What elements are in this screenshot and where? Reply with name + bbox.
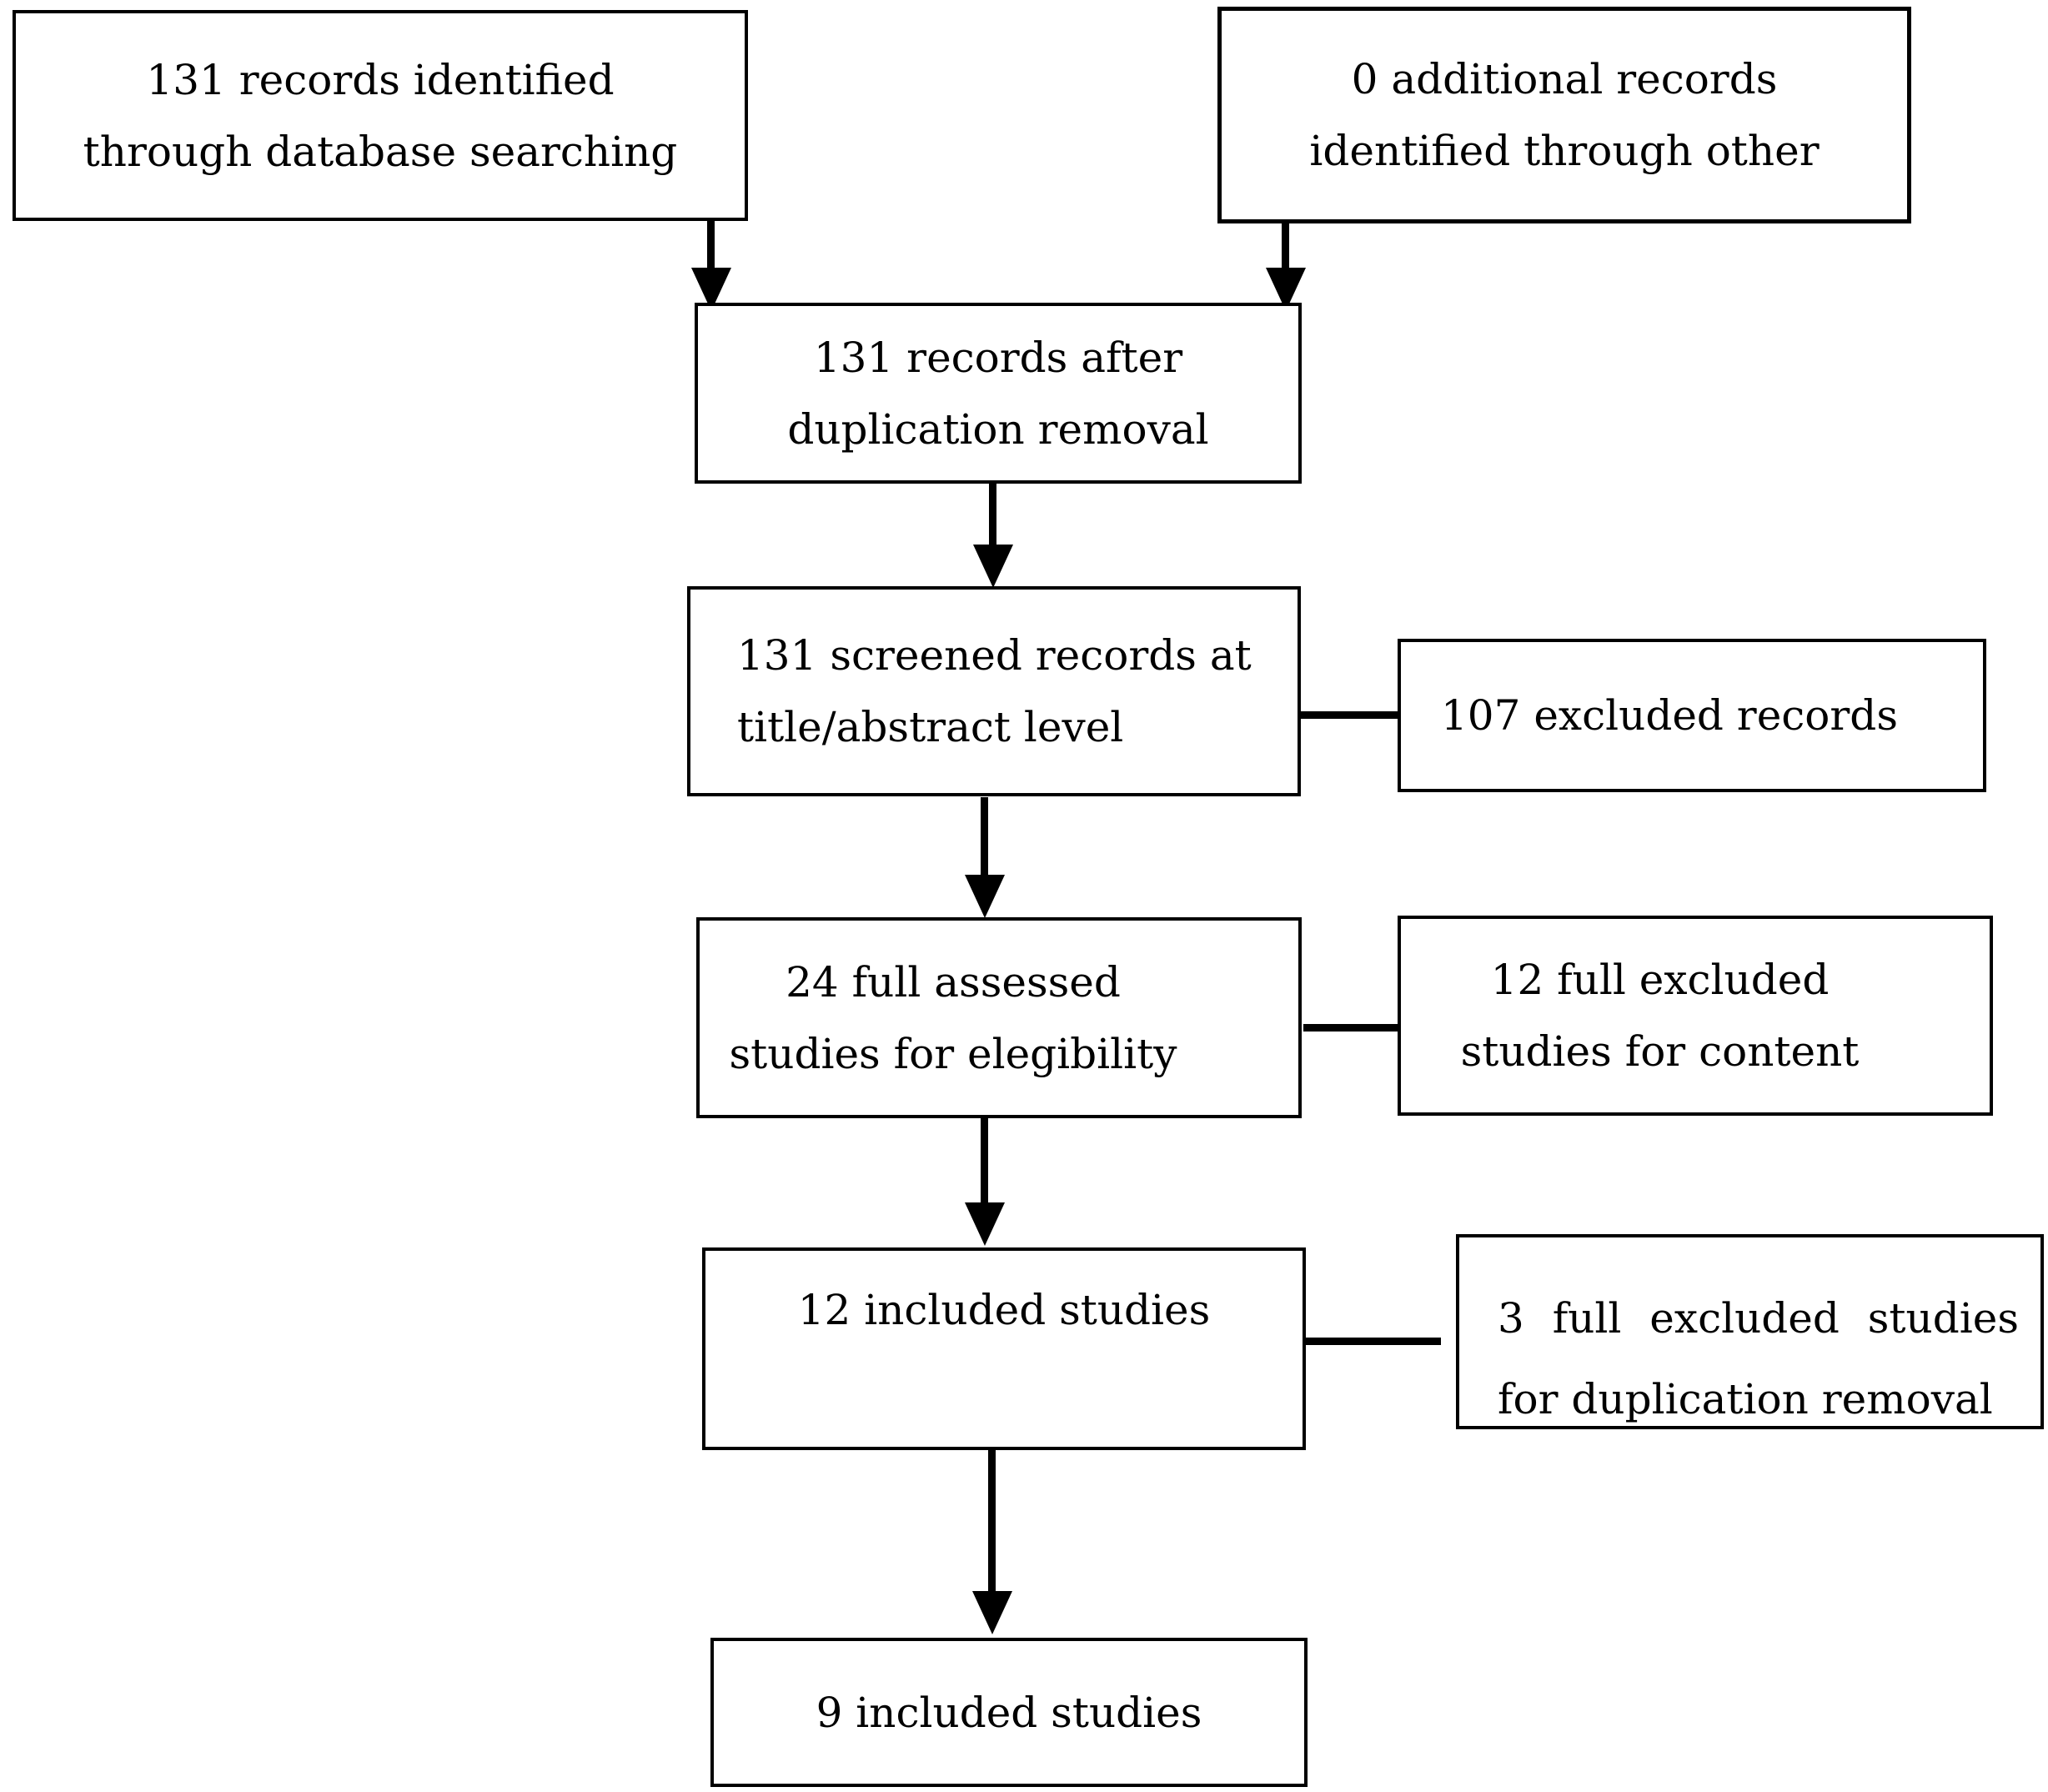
node-text-line: 131 records identified: [146, 55, 615, 104]
node-screened-records: 131 screened records at title/abstract l…: [687, 586, 1301, 796]
node-text-line: duplication removal: [787, 404, 1209, 454]
arrow-included12-to-included9-line: [988, 1450, 996, 1594]
connector-included12-to-excluded-dup: [1303, 1338, 1441, 1345]
node-included-studies-9: 9 included studies: [710, 1638, 1308, 1787]
arrow-dedup-to-screened-line: [989, 484, 996, 549]
arrow-screened-to-assessed-line: [981, 797, 988, 879]
node-text-line: 3 full excluded studies: [1498, 1294, 2019, 1343]
node-text-line: 0 additional records: [1351, 55, 1778, 103]
connector-screened-to-excluded: [1299, 711, 1409, 719]
node-text-line: identified through other: [1309, 127, 1820, 175]
arrow-db-to-dedup-line: [707, 220, 715, 272]
node-included-studies-12: 12 included studies: [702, 1247, 1306, 1450]
arrow-dedup-to-screened-head: [973, 545, 1013, 588]
node-text-line: 131 screened records at: [737, 631, 1252, 680]
node-excluded-records: 107 excluded records: [1398, 639, 1986, 792]
arrow-other-to-dedup-line: [1282, 223, 1289, 272]
node-text-line: title/abstract level: [737, 703, 1124, 751]
node-text-line: 12 full excluded: [1490, 956, 1830, 1004]
node-text-line: 9 included studies: [816, 1688, 1202, 1737]
arrow-included12-to-included9-head: [972, 1591, 1012, 1634]
node-full-assessed-studies: 24 full assessed studies for elegibility: [696, 917, 1302, 1118]
node-excluded-studies-content: 12 full excluded studies for content: [1398, 916, 1993, 1116]
arrow-assessed-to-included12-head: [965, 1202, 1005, 1246]
node-text-line: 24 full assessed: [786, 957, 1121, 1006]
node-text-line: through database searching: [83, 127, 678, 176]
node-records-after-duplication-removal: 131 records after duplication removal: [695, 303, 1302, 484]
node-records-identified-database: 131 records identified through database …: [13, 10, 748, 221]
node-text-line: 107 excluded records: [1441, 691, 1898, 740]
arrow-screened-to-assessed-head: [965, 875, 1005, 918]
node-records-identified-other: 0 additional records identified through …: [1217, 7, 1911, 223]
node-text-line: for duplication removal: [1498, 1375, 1993, 1423]
node-text-line: 131 records after: [813, 333, 1183, 382]
arrow-assessed-to-included12-line: [981, 1118, 988, 1207]
node-text-line: studies for content: [1460, 1027, 1860, 1076]
node-excluded-studies-duplication: 3 full excluded studies for duplication …: [1456, 1234, 2044, 1429]
node-text-line: 12 included studies: [797, 1286, 1211, 1334]
connector-assessed-to-excluded-content: [1303, 1024, 1401, 1032]
node-text-line: studies for elegibility: [729, 1029, 1177, 1078]
